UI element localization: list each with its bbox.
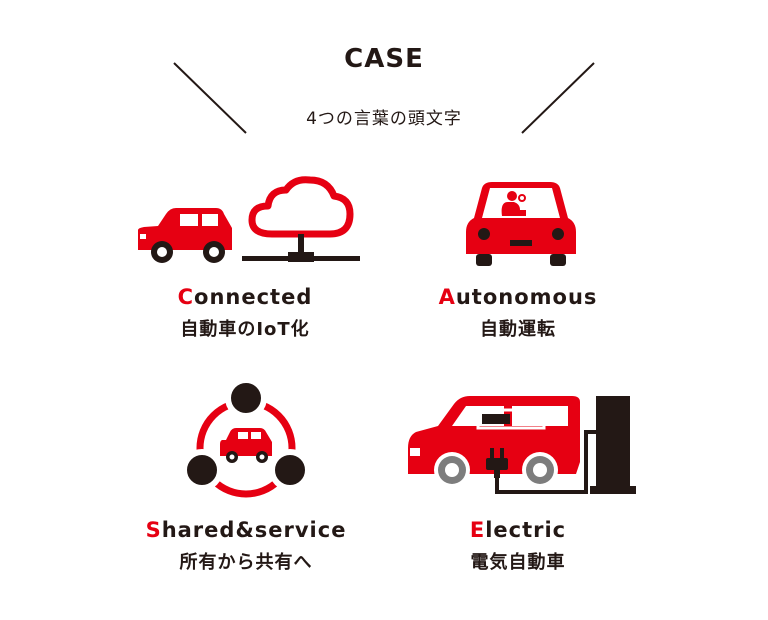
right-divider-line: [521, 62, 595, 134]
network-icon: [242, 234, 360, 262]
person-node-top: [225, 377, 267, 419]
case-item-title: Shared&service: [116, 518, 376, 542]
case-item-title: Connected: [115, 285, 375, 309]
shared-car-cycle-icon: [181, 377, 311, 498]
case-item-description: 自動車のIoT化: [180, 319, 310, 340]
case-item-shared: Shared&service 所有から共有へ: [116, 518, 376, 574]
case-item-initial: E: [469, 518, 486, 542]
case-item-rest: onnected: [194, 285, 313, 309]
case-item-description: 所有から共有へ: [179, 552, 313, 573]
case-item-connected: Connected 自動車のIoT化: [115, 285, 375, 341]
case-item-rest: hared&service: [161, 518, 347, 542]
case-item-title: Autonomous: [388, 285, 648, 309]
driverless-seat-icon: [501, 191, 526, 216]
case-item-initial: A: [438, 285, 456, 309]
header-decoration: [173, 62, 595, 134]
battery-icon: [476, 408, 549, 430]
case-item-title: Electric: [388, 518, 648, 542]
car-icon: [220, 428, 272, 463]
car-icon: [138, 208, 232, 263]
person-node-right: [269, 449, 311, 491]
left-divider-line: [173, 62, 247, 134]
person-node-left: [181, 449, 223, 491]
page-title: CASE: [344, 44, 424, 74]
charging-cable: [495, 430, 596, 494]
self-driving-car-icon: [466, 182, 576, 266]
case-item-autonomous: Autonomous 自動運転: [388, 285, 648, 341]
case-item-initial: C: [177, 285, 195, 309]
electric-car-charger-icon: [408, 396, 636, 494]
case-item-initial: S: [145, 518, 162, 542]
case-item-description: 電気自動車: [470, 552, 566, 573]
page-subtitle: 4つの言葉の頭文字: [306, 109, 462, 129]
charging-station-icon: [596, 396, 630, 492]
case-item-rest: lectric: [485, 518, 567, 542]
case-item-electric: Electric 電気自動車: [388, 518, 648, 574]
case-item-description: 自動運転: [480, 319, 556, 340]
plug-icon: [486, 448, 508, 478]
cloud-icon: [248, 176, 354, 238]
case-item-rest: utonomous: [455, 285, 598, 309]
car-cloud-network-icon: [138, 176, 360, 263]
